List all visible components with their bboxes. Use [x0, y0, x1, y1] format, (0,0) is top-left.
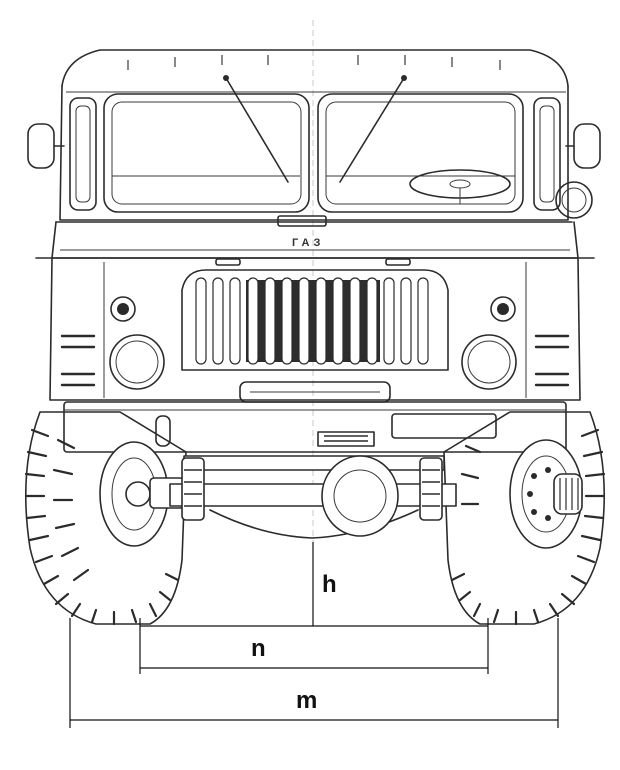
dimension-m: m [69, 618, 559, 728]
wipers [223, 75, 407, 183]
left-wheel [24, 411, 187, 626]
cowl [55, 215, 573, 227]
spotlight [555, 181, 593, 219]
right-wheel [443, 411, 606, 626]
winch [239, 381, 391, 403]
cab-roof [61, 49, 569, 93]
headlights [109, 334, 517, 390]
dimension-h: h [140, 542, 488, 627]
front-bumper [63, 401, 567, 453]
dimension-n: n [139, 618, 489, 674]
side-mirrors [27, 123, 601, 169]
front-panel [49, 257, 581, 401]
windshield [103, 93, 524, 213]
side-vents [60, 334, 570, 387]
dimension-label-h: h [322, 571, 337, 598]
hood: ГАЗ [35, 221, 595, 266]
sidelights [110, 296, 516, 322]
steering-wheel [409, 169, 511, 204]
dimension-label-m: m [296, 687, 317, 714]
front-axle [169, 455, 457, 539]
grille [181, 269, 449, 371]
vehicle-badge: ГАЗ [292, 237, 324, 249]
dimension-label-n: n [251, 635, 266, 662]
cab-body [59, 85, 569, 221]
